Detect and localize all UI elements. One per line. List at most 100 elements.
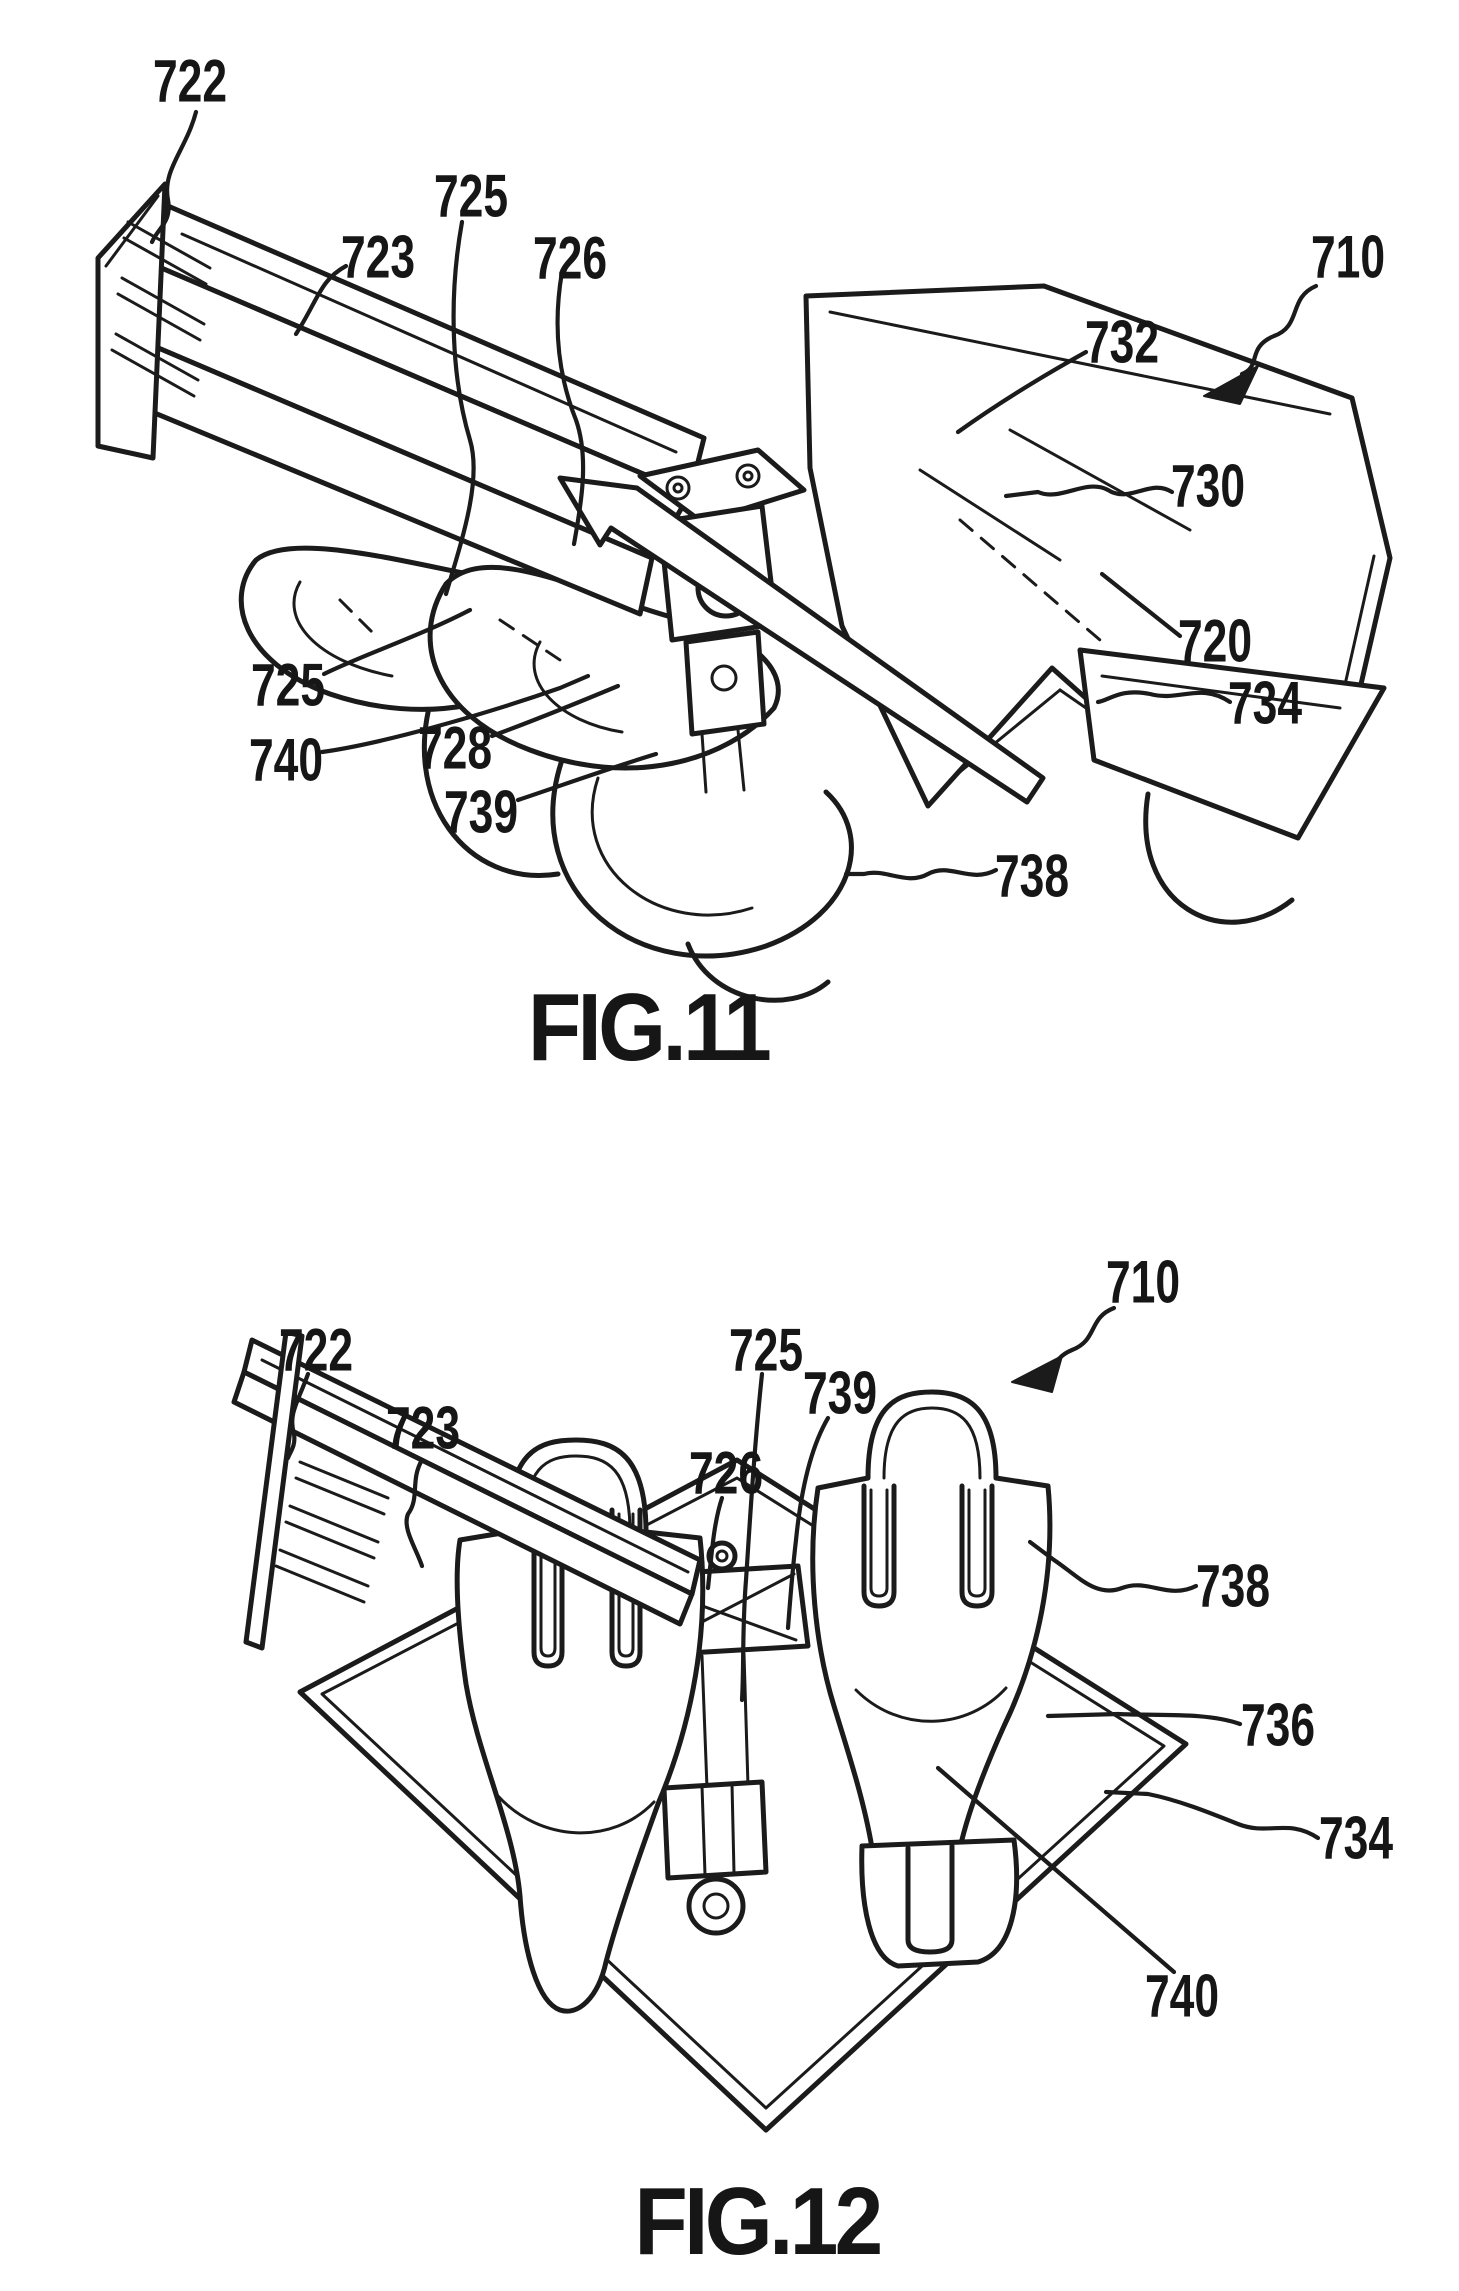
leader-726 — [705, 1495, 725, 1591]
bracket-finger-1b — [294, 1476, 386, 1516]
leader-722 — [149, 109, 199, 245]
ref-label-732: 732 — [1084, 308, 1160, 376]
bolt-hole-2-inner — [742, 470, 754, 482]
bracket-finger-2a — [120, 276, 206, 326]
bracket-plate-inner — [104, 194, 160, 268]
coil-boss-bore — [702, 1892, 730, 1920]
fig11-direction-arrow — [557, 475, 1046, 805]
right-shield-slot-2-inner — [967, 1488, 987, 1598]
leader-710-squiggle — [1239, 283, 1319, 377]
hoop-large — [550, 757, 854, 959]
ref-label-725: 725 — [433, 162, 509, 230]
ref-label-723: 723 — [340, 223, 416, 291]
right-shield-slot-1 — [861, 1483, 897, 1609]
ref-label-739: 739 — [802, 1359, 878, 1427]
ref-label-720: 720 — [1177, 607, 1253, 675]
linkage-lower-link — [683, 629, 767, 737]
leader-710-arrowhead-icon — [1203, 365, 1259, 405]
right-shield-dome-inner — [882, 1406, 982, 1480]
fig11-leader-lines — [149, 109, 1319, 881]
right-shield-bottom-tab — [859, 1837, 1020, 1969]
ref-label-740: 740 — [1144, 1962, 1220, 2030]
fig12-right-shield — [810, 1389, 1053, 1969]
leader-720 — [1099, 571, 1183, 639]
ref-label-723: 723 — [385, 1394, 461, 1462]
ref-label-722: 722 — [278, 1316, 354, 1384]
fig11-support-beam — [101, 203, 707, 617]
linkage-top-plate — [637, 447, 807, 525]
fig11-caption: FIG.11 — [527, 974, 772, 1081]
ref-label-726: 726 — [688, 1439, 764, 1507]
leader-739 — [515, 751, 659, 803]
bracket-finger-2a — [288, 1504, 380, 1544]
left-shield-slot-1 — [531, 1507, 565, 1669]
fig11-trailing-hoops — [421, 687, 1295, 1003]
ref-label-710: 710 — [1105, 1248, 1181, 1316]
tube-inner-line — [260, 1358, 690, 1574]
bracket-finger-3a — [278, 1548, 370, 1588]
shield-facet-line-2 — [918, 468, 1062, 562]
bolt-hole-2 — [735, 463, 761, 489]
ref-label-734: 734 — [1227, 669, 1303, 737]
leader-732 — [955, 349, 1089, 435]
wing-inner-line — [1100, 674, 1342, 710]
ref-label-725: 725 — [728, 1316, 804, 1384]
ref-label-738: 738 — [994, 842, 1070, 910]
ref-label-739: 739 — [443, 778, 519, 846]
link-block-line-1 — [700, 1784, 707, 1877]
link-block-line-2 — [730, 1782, 736, 1875]
boot-hidden-line-2 — [498, 618, 562, 662]
leader-739 — [785, 1415, 831, 1631]
boot-hidden-line-1 — [338, 598, 374, 634]
hoop-large-inner — [590, 776, 754, 917]
linkage-lower-pin — [710, 664, 738, 692]
right-shield-tab-slot — [905, 1843, 955, 1955]
direction-arrow-icon — [557, 475, 1046, 805]
ref-label-725: 725 — [250, 651, 326, 719]
fig12-caption: FIG.12 — [634, 2168, 883, 2275]
left-shield-slot-2 — [609, 1507, 643, 1669]
bracket-plate — [243, 1329, 305, 1651]
bracket-finger-1b — [122, 236, 208, 286]
bracket-finger-3a — [114, 332, 200, 382]
leader-710-arrowhead-icon — [1011, 1355, 1063, 1393]
linkage-stem-2 — [736, 728, 746, 792]
bracket-finger-2b — [116, 292, 202, 342]
ref-label-736: 736 — [1240, 1691, 1316, 1759]
bracket-finger-1a — [298, 1460, 390, 1500]
leader-738 — [843, 867, 999, 881]
leader-730 — [1003, 484, 1175, 499]
leader-740 — [319, 673, 591, 755]
leader-734 — [1103, 1789, 1321, 1841]
bracket-finger-2b — [284, 1520, 376, 1560]
coil-boss — [686, 1876, 746, 1936]
bracket-finger-3b — [274, 1564, 366, 1604]
leader-738 — [1027, 1539, 1199, 1593]
link-block — [661, 1779, 769, 1881]
bolt-hole-1 — [665, 475, 691, 501]
ref-label-726: 726 — [532, 224, 608, 292]
ref-label-738: 738 — [1195, 1552, 1271, 1620]
link-bar-1 — [700, 1654, 709, 1790]
boot-right-inner — [532, 640, 624, 734]
bracket-finger-3b — [110, 348, 196, 398]
leader-725-top — [443, 219, 476, 597]
left-shield-slot-2-inner — [617, 1512, 635, 1658]
leader-736 — [1045, 1711, 1243, 1727]
boot-left-inner — [292, 580, 394, 678]
ref-label-734: 734 — [1318, 1804, 1394, 1872]
ref-label-740: 740 — [248, 726, 324, 794]
ref-label-710: 710 — [1310, 223, 1386, 291]
ref-label-730: 730 — [1170, 452, 1246, 520]
right-shield-slot-1-inner — [869, 1488, 889, 1598]
shield-facet-line-1 — [1008, 428, 1192, 532]
leader-726 — [555, 269, 586, 547]
bolt-hole-1-inner — [672, 482, 684, 494]
fig11-pivot-linkage — [637, 447, 807, 794]
leader-725 — [739, 1371, 765, 1703]
bolt-2-inner — [715, 1549, 729, 1563]
fig12-support-tube — [231, 1329, 703, 1651]
fig11-mount-bracket — [95, 181, 212, 461]
right-shield-slot-2 — [959, 1483, 995, 1609]
